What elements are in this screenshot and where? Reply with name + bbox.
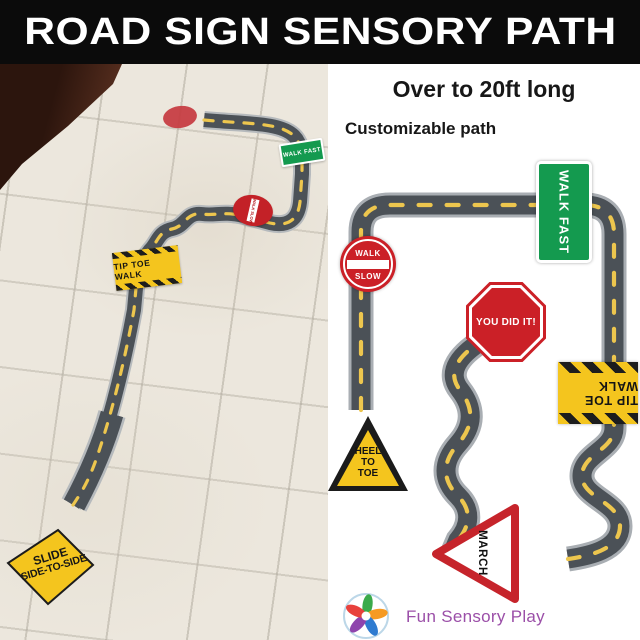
page-title: ROAD SIGN SENSORY PATH (23, 10, 617, 53)
tip-toe-walk-label: TIP TOE WALK (584, 379, 638, 407)
diagram-road-dashes (358, 202, 623, 562)
hazard-stripe (558, 362, 638, 373)
hazard-stripe (558, 413, 638, 424)
heel-to-toe-sign: HEEL TO TOE (328, 416, 408, 491)
brand-logo: Fun Sensory Play (342, 592, 632, 640)
walk-slow-bottom-label: SLOW (355, 272, 381, 281)
march-sign: MARCH (430, 502, 522, 604)
heel-to-toe-label: HEEL TO TOE (354, 446, 382, 479)
walk-fast-sign: WALK FAST (536, 161, 592, 263)
walk-slow-bar (347, 260, 389, 269)
floor-photo: WALK FAST WALK SLOW TIP TOE WALK SLIDE S… (0, 64, 328, 640)
stop-sign-border: YOU DID IT! (469, 285, 543, 359)
title-banner: ROAD SIGN SENSORY PATH (0, 0, 640, 64)
brand-name: Fun Sensory Play (406, 607, 545, 626)
slide-sign-shape (6, 528, 95, 606)
march-label: MARCH (476, 530, 488, 576)
stop-sign-face: YOU DID IT! (472, 288, 540, 356)
hands-logo-icon (343, 593, 389, 639)
walk-slow-top-label: WALK (355, 249, 381, 258)
subheadline: Customizable path (345, 119, 497, 138)
stop-sign: YOU DID IT! (466, 282, 546, 362)
tip-toe-walk-sign: TIP TOE WALK (558, 362, 638, 424)
walk-fast-label: WALK FAST (556, 169, 572, 255)
diagram-panel: Over to 20ft long Customizable path WALK… (328, 64, 640, 640)
march-triangle (432, 504, 519, 603)
photo-slide-label: SLIDE SIDE-TO-SIDE (19, 544, 88, 584)
diagram-wiggle-dashes (444, 333, 493, 557)
walk-slow-sign: WALK SLOW (340, 236, 396, 292)
walk-slow-ring (343, 239, 393, 289)
diagram-roads (348, 192, 633, 572)
photo-tip-toe-sign: TIP TOE WALK (111, 245, 183, 291)
photo-slide-sign: SLIDE SIDE-TO-SIDE (2, 516, 106, 616)
headline: Over to 20ft long (392, 76, 576, 102)
photo-walk-fast-label: WALK FAST (282, 146, 322, 159)
stop-sign-label: YOU DID IT! (476, 316, 536, 328)
